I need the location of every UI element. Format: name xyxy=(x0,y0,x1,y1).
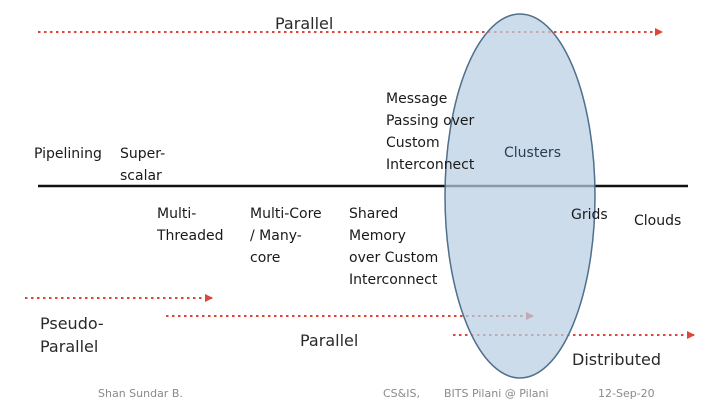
superscalar-label: Super- scalar xyxy=(120,146,166,184)
footer-date: 12-Sep-20 xyxy=(598,387,655,400)
parallel-bottom-label: Parallel xyxy=(300,331,359,350)
shared-memory-label: Shared Memory over Custom Interconnect xyxy=(349,206,439,288)
clusters-label: Clusters xyxy=(504,145,561,161)
distributed-label: Distributed xyxy=(572,350,661,369)
footer-author: Shan Sundar B. xyxy=(98,387,183,400)
footer-course: CS&IS, xyxy=(383,387,420,400)
footer-institute: BITS Pilani @ Pilani xyxy=(444,387,549,400)
multicore-label: Multi-Core / Many- core xyxy=(250,206,322,266)
grids-label: Grids xyxy=(571,207,608,223)
clouds-label: Clouds xyxy=(634,213,682,229)
parallel-top-label: Parallel xyxy=(275,14,334,33)
message-passing-label: Message Passing over Custom Interconnect xyxy=(386,91,475,173)
clusters-ellipse xyxy=(444,13,596,379)
multithreaded-label: Multi- Threaded xyxy=(157,206,224,244)
pipelining-label: Pipelining xyxy=(34,146,102,162)
pseudo-parallel-label: Pseudo- Parallel xyxy=(40,314,104,356)
